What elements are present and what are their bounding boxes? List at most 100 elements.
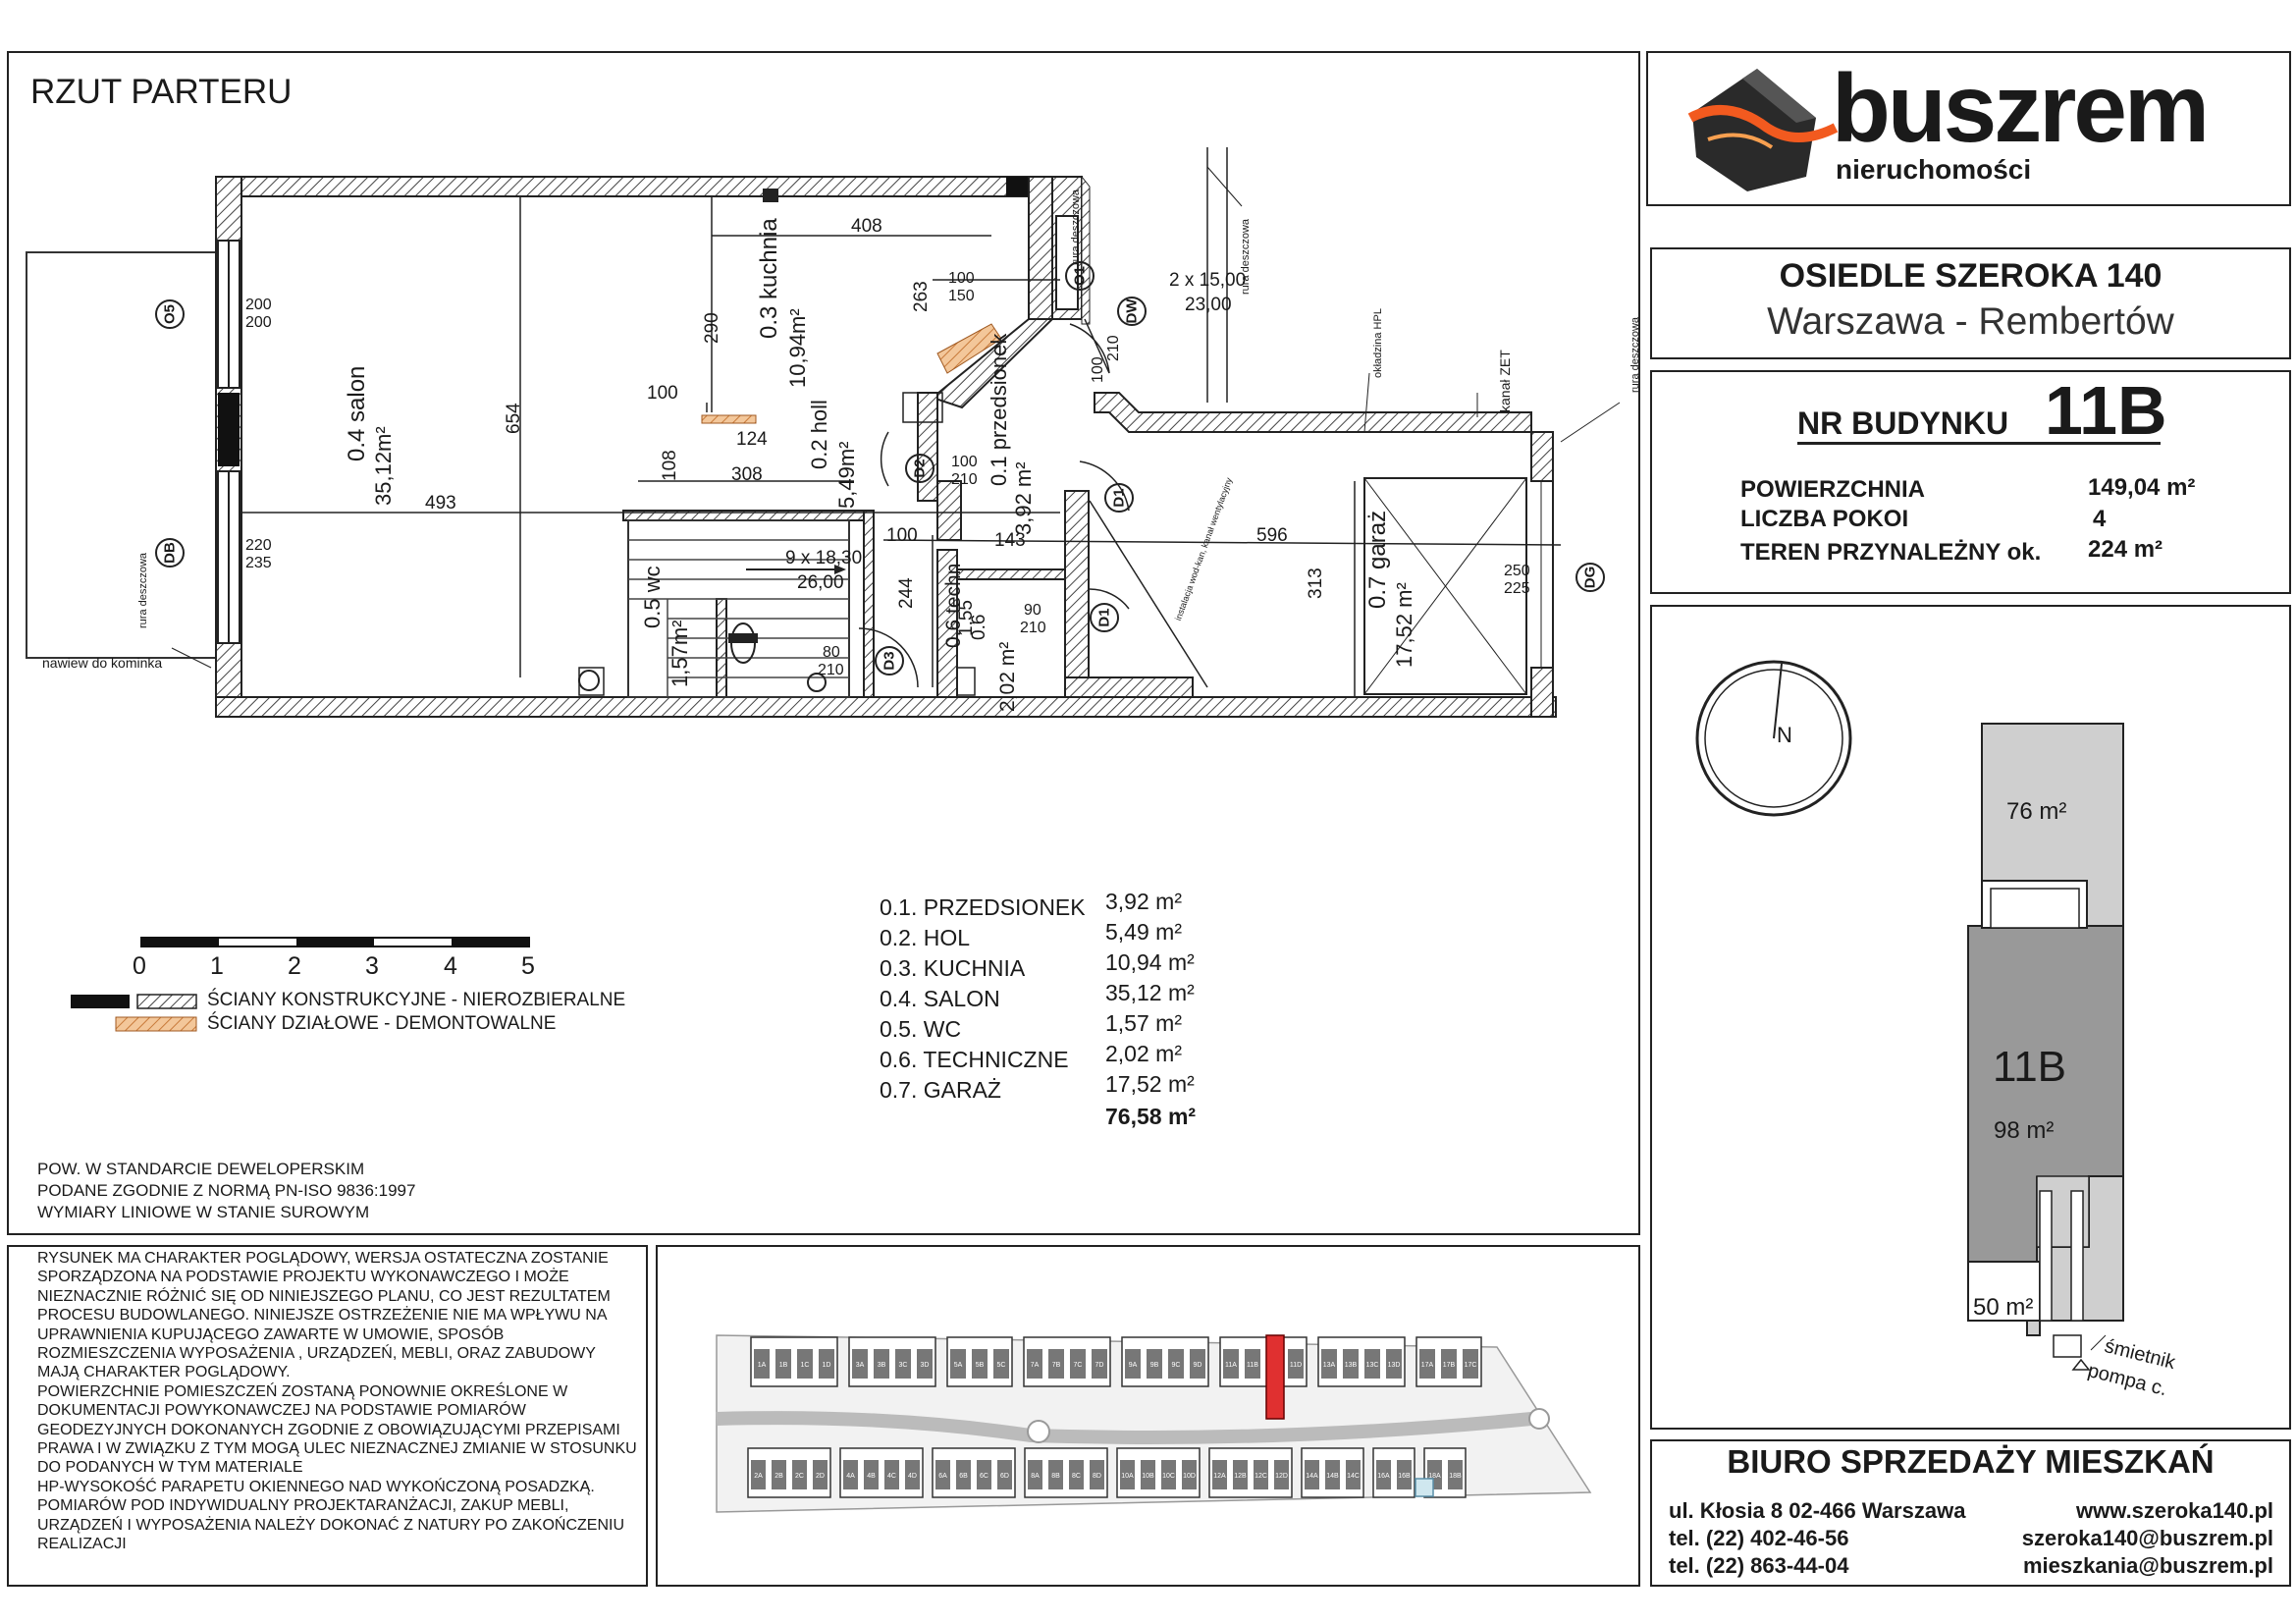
map-unit-label: 17B [1443, 1362, 1456, 1369]
map-unit [950, 1349, 966, 1379]
sales-phone-1: tel. (22) 402-46-56 [1669, 1526, 1849, 1550]
map-unit [1070, 1349, 1086, 1379]
building-label: NR BUDYNKU [1797, 406, 2009, 441]
standard-notes: POW. W STANDARCIE DEWELOPERSKIM PODANE Z… [37, 1159, 415, 1223]
map-unit-label: 10B [1142, 1473, 1154, 1480]
dim-100b: 100 [886, 525, 918, 546]
map-unit-label: 5A [954, 1362, 963, 1369]
dim-100c: 100 [948, 270, 975, 287]
sales-title: BIURO SPRZEDAŻY MIESZKAŃ [1727, 1443, 2215, 1480]
map-unit [1028, 1460, 1042, 1489]
map-unit [1027, 1349, 1042, 1379]
map-unit [1305, 1460, 1319, 1489]
disclaimer-line: POMIARÓW POD INDYWIDUALNY PROJEKTARANŻAC… [37, 1497, 569, 1515]
map-unit [1376, 1460, 1391, 1489]
map-unit-label: 5C [997, 1362, 1006, 1369]
map-unit-label: 7B [1052, 1362, 1061, 1369]
map-unit [772, 1460, 786, 1489]
map-unit [1233, 1460, 1248, 1489]
room-row: 0.3. KUCHNIA [880, 955, 1026, 981]
room-row: 0.7. GARAŻ [880, 1077, 1001, 1103]
disclaimer-line: REALIZACJI [37, 1536, 127, 1553]
sales-email-2[interactable]: mieszkania@buszrem.pl [2023, 1553, 2273, 1578]
map-unit-label: 9D [1194, 1362, 1202, 1369]
area-label: POWIERZCHNIA [1740, 476, 1925, 503]
map-unit-label: 7D [1095, 1362, 1104, 1369]
dim-408: 408 [851, 216, 882, 237]
map-unit-label: 12D [1275, 1473, 1288, 1480]
dim-150: 150 [948, 288, 975, 304]
north-label: N [1777, 723, 1792, 747]
building-underline [1797, 442, 2161, 445]
building-number: 11B [2045, 372, 2167, 449]
map-unit [1182, 1460, 1197, 1489]
disclaimer-line: RYSUNEK MA CHARAKTER POGLĄDOWY, WERSJA O… [37, 1250, 609, 1267]
map-unit [813, 1460, 828, 1489]
estate-panel [1650, 247, 2291, 359]
scale-tick-1: 1 [210, 952, 224, 980]
room-row: 0.5. WC [880, 1016, 962, 1042]
dim-220: 220 [245, 537, 272, 554]
map-unit [1325, 1460, 1340, 1489]
map-unit-label: 8C [1072, 1473, 1081, 1480]
map-unit [754, 1349, 770, 1379]
map-unit [1419, 1349, 1435, 1379]
map-unit [775, 1349, 791, 1379]
map-unit [1161, 1460, 1176, 1489]
disclaimer-panel [7, 1245, 648, 1587]
land-value: 224 m² [2088, 536, 2163, 563]
marker-db: DB [155, 538, 185, 568]
map-unit [874, 1349, 889, 1379]
dim-225: 225 [1504, 580, 1530, 597]
map-unit-label: 10D [1183, 1473, 1196, 1480]
map-unit [1223, 1349, 1239, 1379]
sales-email-1[interactable]: szeroka140@buszrem.pl [2021, 1526, 2273, 1550]
stairs-spec: 9 x 18,30 [785, 548, 863, 568]
rooms-value: 4 [2093, 506, 2107, 532]
disclaimer-line: HP-WYSOKOŚĆ PARAPETU OKIENNEGO NAD WYKOŃ… [37, 1478, 595, 1495]
building-panel [1650, 370, 2291, 594]
rooms-total: 76,58 m² [1105, 1104, 1197, 1129]
disclaimer-line: MAJĄ CHARAKTER POGLĄDOWY. [37, 1364, 291, 1381]
map-unit-label: 5B [976, 1362, 985, 1369]
sales-address: ul. Kłosia 8 02-466 Warszawa [1669, 1498, 1966, 1523]
map-unit [1090, 1460, 1104, 1489]
sales-website[interactable]: www.szeroka140.pl [2076, 1498, 2273, 1523]
map-unit [843, 1460, 858, 1489]
map-unit-label: 4A [846, 1473, 855, 1480]
disclaimer-line: DOKUMENTACJI POWYKONAWCZEJ NA PODSTAWIE … [37, 1402, 526, 1420]
dim-210b: 210 [1020, 620, 1046, 636]
map-unit-label: 1A [758, 1362, 767, 1369]
room-row: 0.2. HOL [880, 925, 971, 950]
map-unit-label: 17A [1421, 1362, 1434, 1369]
room-row-area: 1,57 m² [1105, 1010, 1182, 1036]
map-unit [1346, 1460, 1361, 1489]
dim-235: 235 [245, 555, 272, 571]
dim-143: 143 [994, 530, 1026, 551]
note-fireplace: nawiew do kominka [42, 655, 163, 671]
scale-tick-3: 3 [365, 952, 379, 980]
map-unit-label: 6A [938, 1473, 947, 1480]
scale-tick-0: 0 [133, 952, 146, 980]
dim-210a: 210 [951, 471, 978, 488]
map-unit [1448, 1460, 1463, 1489]
map-unit-label: 17C [1465, 1362, 1477, 1369]
map-unit [792, 1460, 807, 1489]
map-unit-label: 1D [823, 1362, 831, 1369]
disclaimer-line: GEODEZYJNYCH DOKONANYCH ZGODNIE Z OBOWIĄ… [37, 1421, 620, 1438]
dim-124: 124 [736, 429, 768, 450]
map-unit [884, 1460, 899, 1489]
disclaimer-line: PROCESU BUDOWLANEGO. NINIEJSZE OSTRZEŻEN… [37, 1307, 608, 1325]
dim-100d: 100 [951, 454, 978, 470]
dim-210c: 210 [818, 662, 844, 678]
map-unit [1441, 1349, 1457, 1379]
site-plan-panel [1650, 605, 2291, 1430]
stairs-spec-2: 26,00 [797, 572, 844, 593]
map-unit [1048, 1349, 1064, 1379]
map-unit [972, 1349, 988, 1379]
map-unit-label: 2B [774, 1473, 783, 1480]
map-unit-label: 14C [1347, 1473, 1360, 1480]
map-unit-label: 12A [1213, 1473, 1226, 1480]
marker-o5: O5 [155, 299, 185, 329]
